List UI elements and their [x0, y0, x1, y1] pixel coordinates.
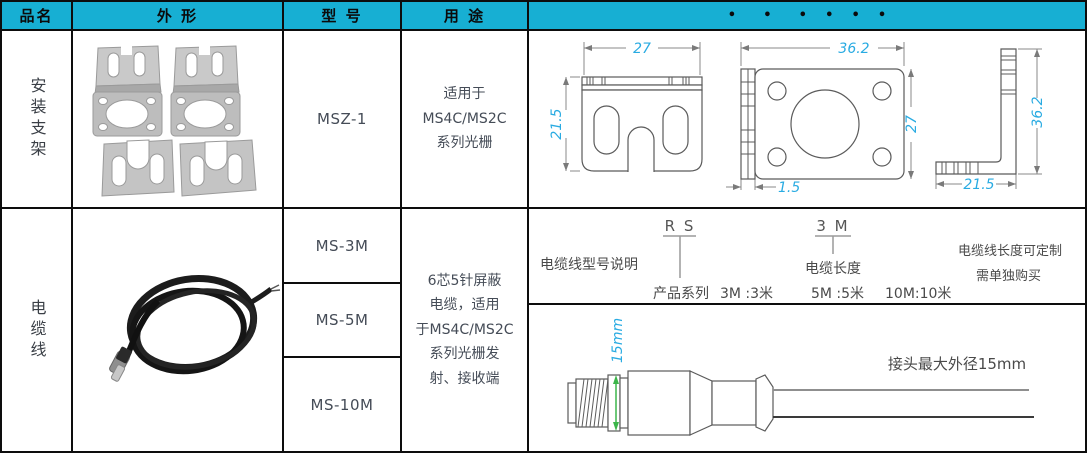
cable-photo-cell [73, 209, 284, 451]
length-label: 电缆长度 [805, 261, 861, 277]
cable-diagram-cell: 电缆线型号说明 R S 3 M 产品系列 电缆长度 3M :3米 5M :5米 … [529, 209, 1085, 451]
cable-name-label: 电缆线 [27, 298, 47, 362]
connector-note: 接头最大外径15mm [888, 355, 1026, 373]
dim-front-height: 21.5 [549, 108, 565, 139]
bracket-bottom-left [101, 139, 175, 197]
connector-diameter-dim: 15mm [610, 318, 626, 363]
bracket-usage-cell: 适用于 MS4C/MS2C 系列光栅 [402, 31, 529, 209]
dim-front-width: 27 [633, 41, 651, 57]
cable-model-3m: MS-3M [284, 209, 400, 284]
length-connector-line [815, 235, 851, 254]
cable-model-legend: 电缆线型号说明 R S 3 M 产品系列 电缆长度 3M :3米 5M :5米 … [529, 209, 1085, 305]
bracket-bottom-right [179, 139, 257, 197]
connector-dimension-drawing: 15mm 接头最大外径15mm [567, 318, 1034, 436]
purchase-note: 需单独购买 [976, 268, 1041, 284]
dim-plate-height: 27 [904, 115, 920, 133]
length-option-5m: 5M :5米 [811, 286, 864, 302]
bracket-name-label: 安装支架 [27, 77, 47, 161]
bracket-photo [92, 45, 257, 197]
cable-legend-diagram: 电缆线型号说明 R S 3 M 产品系列 电缆长度 3M :3米 5M :5米 … [540, 217, 1062, 302]
header-col-model: 型 号 [284, 2, 402, 31]
dim-side-height: 36.2 [1030, 96, 1046, 127]
series-code: R S [665, 217, 696, 235]
front-view-drawing [581, 76, 703, 172]
series-connector-line [663, 235, 696, 278]
dim-arrowheads [563, 45, 1040, 190]
dim-plate-width: 36.2 [838, 41, 869, 57]
length-option-3m: 3M :3米 [720, 286, 773, 302]
cable-photo [109, 274, 281, 382]
bracket-photo-cell [73, 31, 284, 209]
header-col-shape: 外 形 [73, 2, 284, 31]
cable-coil [123, 274, 281, 374]
series-label: 产品系列 [653, 286, 709, 302]
bracket-name-cell: 安装支架 [2, 31, 73, 209]
dim-side-width: 21.5 [963, 177, 994, 193]
header-col-dots: • • • • • • [529, 2, 1085, 31]
bracket-model-cell: MSZ-1 [284, 31, 402, 209]
connector-outline [567, 370, 774, 436]
cable-model-5m: MS-5M [284, 284, 400, 358]
header-col-name: 品名 [2, 2, 73, 31]
green-dimension-arrow [613, 375, 619, 431]
cable-connector [109, 346, 132, 382]
bracket-drawing-cell: 27 21.5 36.2 27 1.5 36.2 21.5 [529, 31, 1085, 209]
length-code: 3 M [816, 217, 849, 235]
cable-connector-drawing-section: 15mm 接头最大外径15mm [529, 305, 1085, 451]
bracket-top-right [170, 45, 241, 137]
cable-usage-cell: 6芯5针屏蔽 电缆，适用 于MS4C/MS2C 系列光栅发 射、接收端 [402, 209, 529, 451]
custom-length-note: 电缆线长度可定制 [958, 243, 1062, 259]
dim-plate-thickness: 1.5 [778, 180, 800, 196]
plate-view-drawing [740, 68, 905, 180]
header-col-usage: 用 途 [402, 2, 529, 31]
side-view-drawing [935, 48, 1017, 175]
cable-model-cell: MS-3M MS-5M MS-10M [284, 209, 402, 451]
legend-title: 电缆线型号说明 [540, 257, 638, 273]
cable-name-cell: 电缆线 [2, 209, 73, 451]
cable-model-10m: MS-10M [310, 395, 374, 414]
bracket-dimension-drawing: 27 21.5 36.2 27 1.5 36.2 21.5 [549, 41, 1046, 196]
length-option-10m: 10M:10米 [885, 286, 951, 302]
bracket-top-left [92, 45, 163, 137]
